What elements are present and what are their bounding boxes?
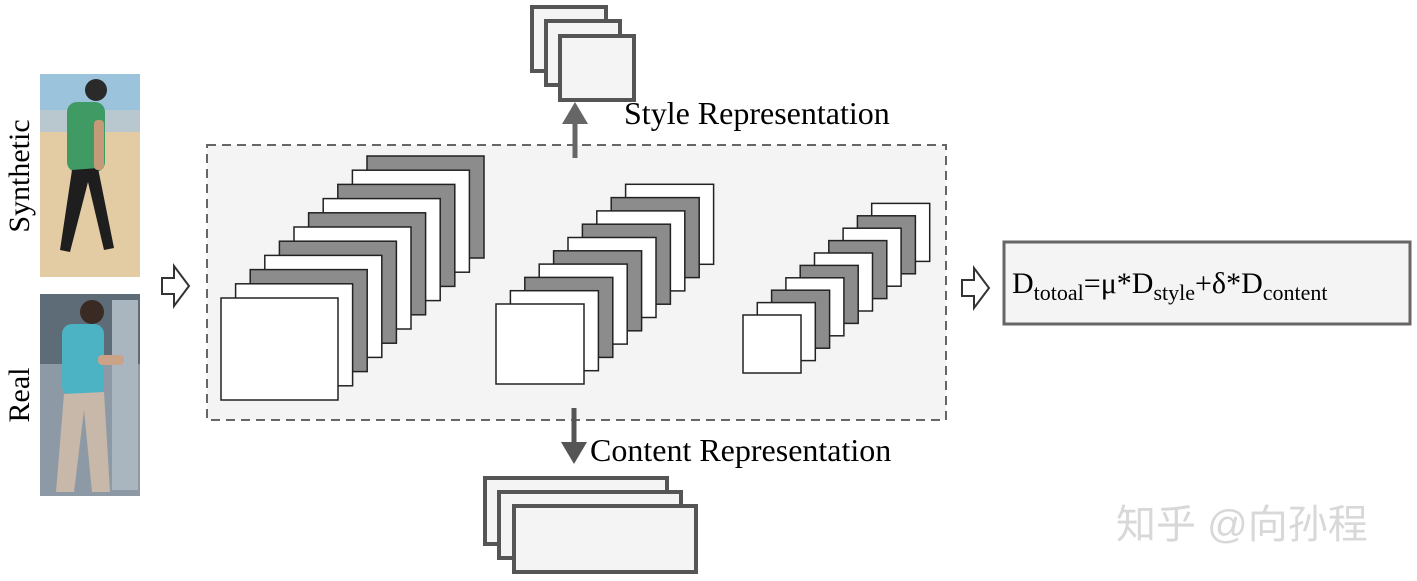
real-label: Real <box>3 368 36 423</box>
loss-formula: Dtotoal=μ*Dstyle+δ*Dcontent <box>1012 267 1328 305</box>
style-output-stack <box>530 5 636 102</box>
formula-eq: =μ*D <box>1084 267 1154 300</box>
content-arrow <box>561 408 587 464</box>
flow-arrow-output <box>961 265 991 311</box>
formula-sub-total: totoal <box>1034 280 1084 305</box>
synthetic-label: Synthetic <box>3 119 36 232</box>
formula-plus: +δ*D <box>1195 267 1263 300</box>
formula-sub-content: content <box>1263 280 1328 305</box>
content-representation-label: Content Representation <box>590 432 891 468</box>
feature-map-front <box>220 297 339 401</box>
feature-map-stack-2 <box>495 183 715 385</box>
style-arrow <box>562 102 588 158</box>
formula-box <box>1002 240 1412 326</box>
watermark: 知乎 @向孙程 <box>1116 503 1368 547</box>
style-representation-label: Style Representation <box>624 95 890 131</box>
feature-map-stack-1 <box>220 155 485 401</box>
feature-map-stack-3 <box>742 202 931 374</box>
flow-arrow-input <box>161 263 191 309</box>
feature-map-front <box>742 314 802 374</box>
synthetic-photo <box>40 74 140 277</box>
real-photo <box>40 294 140 496</box>
formula-sub-style: style <box>1153 280 1195 305</box>
formula-d: D <box>1012 267 1034 300</box>
feature-map-front <box>495 303 585 385</box>
content-output-stack <box>483 476 698 574</box>
